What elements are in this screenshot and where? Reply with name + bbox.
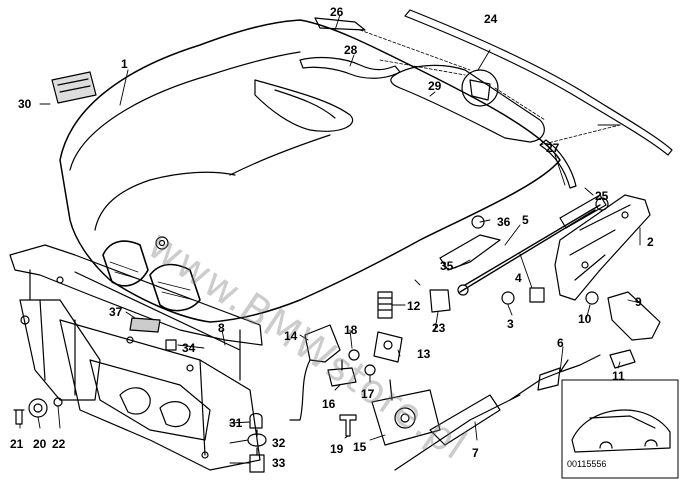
label-part-35: 35	[440, 259, 454, 273]
part-36	[471, 215, 485, 229]
bracket-14	[304, 324, 341, 363]
label-part-24: 24	[484, 12, 498, 26]
hood-panel	[59, 19, 561, 323]
part-13	[373, 331, 403, 363]
label-part-15: 15	[353, 440, 367, 454]
part-31	[249, 412, 263, 429]
part-10	[585, 291, 599, 305]
part-9	[607, 291, 661, 341]
label-part-2: 2	[647, 235, 654, 249]
seal-24	[404, 9, 673, 156]
part-33	[249, 454, 265, 473]
part-35	[439, 234, 501, 271]
label-part-4: 4	[515, 271, 522, 285]
inset-box	[561, 379, 679, 479]
part-32	[247, 433, 267, 447]
part-20	[28, 398, 48, 418]
label-part-31: 31	[229, 416, 243, 430]
part-16	[327, 367, 357, 387]
label-part-5: 5	[522, 213, 529, 227]
part-12	[377, 291, 393, 319]
label-part-20: 20	[33, 437, 47, 451]
part-15	[371, 389, 441, 446]
cable-6	[509, 354, 601, 401]
label-part-11: 11	[612, 369, 625, 383]
part-30-clip	[51, 71, 97, 104]
label-part-30: 30	[18, 97, 32, 111]
part-23	[429, 289, 451, 313]
label-part-16: 16	[322, 397, 336, 411]
label-part-13: 13	[417, 347, 431, 361]
label-part-23: 23	[432, 321, 446, 335]
label-part-17: 17	[361, 387, 375, 401]
label-part-28: 28	[344, 43, 358, 57]
rod-8	[74, 271, 241, 351]
label-part-3: 3	[507, 317, 514, 331]
label-part-8: 8	[218, 321, 225, 335]
part-34	[165, 339, 177, 351]
label-part-7: 7	[472, 446, 479, 460]
label-part-22: 22	[52, 437, 66, 451]
part-3	[501, 291, 515, 305]
label-part-21: 21	[10, 437, 24, 451]
label-part-34: 34	[182, 341, 196, 355]
label-part-19: 19	[330, 442, 344, 456]
seal-29	[390, 64, 545, 143]
label-part-37: 37	[109, 305, 123, 319]
part-22	[53, 397, 63, 407]
label-part-26: 26	[330, 5, 344, 19]
part-18	[348, 349, 360, 361]
detail-magnifier	[461, 69, 499, 107]
label-part-12: 12	[407, 299, 421, 313]
image-code: 00115556	[565, 459, 609, 469]
label-part-9: 9	[635, 295, 642, 309]
label-part-18: 18	[344, 323, 358, 337]
label-part-32: 32	[272, 436, 286, 450]
label-part-36: 36	[497, 215, 511, 229]
part-21	[13, 409, 25, 425]
front-carrier	[9, 244, 263, 471]
seal-26	[314, 17, 366, 31]
label-part-25: 25	[595, 189, 609, 203]
part-11	[609, 349, 636, 369]
label-part-27: 27	[546, 141, 560, 155]
part-19	[339, 414, 357, 437]
label-part-29: 29	[428, 79, 442, 93]
label-part-6: 6	[557, 336, 564, 350]
hinge-2	[554, 194, 651, 301]
label-part-10: 10	[578, 312, 592, 326]
label-part-1: 1	[121, 57, 128, 71]
label-part-33: 33	[272, 456, 286, 470]
strut-5	[459, 204, 601, 293]
seal-27	[539, 139, 577, 189]
label-part-14: 14	[284, 329, 298, 343]
part-37	[129, 317, 161, 333]
part-4	[529, 287, 545, 303]
